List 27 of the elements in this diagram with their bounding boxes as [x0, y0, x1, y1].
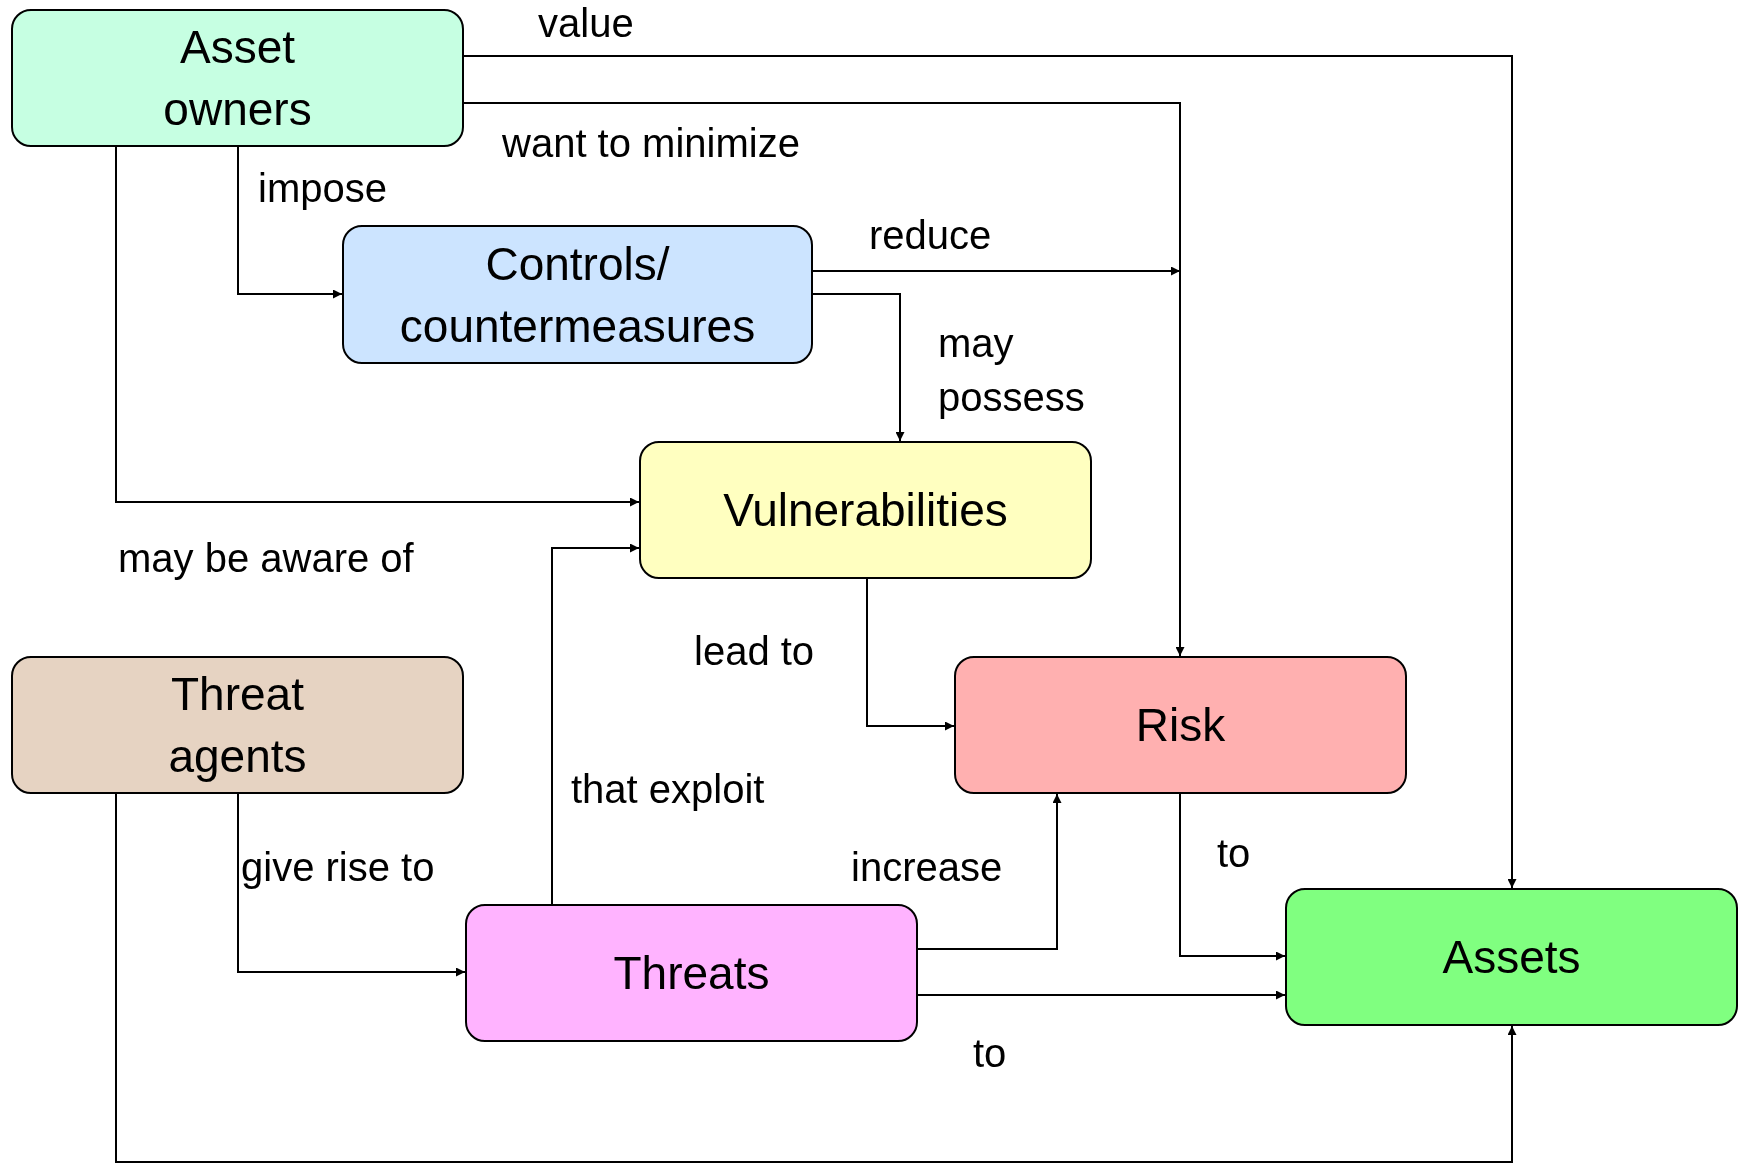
connector-arrow	[463, 55, 1517, 889]
node-label: Vulnerabilities	[723, 483, 1008, 538]
concept-box	[639, 441, 1092, 579]
connector-arrow	[1179, 793, 1286, 961]
node-label: Assets	[1442, 930, 1581, 985]
concept-box	[954, 656, 1407, 794]
connector-arrow	[812, 266, 1181, 276]
concept-box	[11, 656, 464, 794]
concept-box	[465, 904, 918, 1042]
concept-box	[11, 9, 464, 147]
connector-arrow	[237, 146, 343, 299]
node-label: Threats	[613, 946, 770, 1001]
connector-arrow	[917, 990, 1286, 1000]
connector-arrow	[866, 578, 955, 731]
node-label: Controls/ countermeasures	[398, 236, 757, 354]
connector-arrow	[812, 293, 905, 442]
connector-arrow	[463, 102, 1185, 657]
connector-arrow	[917, 793, 1062, 950]
node-label: Asset owners	[162, 20, 313, 137]
connector-arrow	[115, 146, 640, 507]
node-label: Threat agents	[167, 667, 308, 784]
connector-arrow	[115, 793, 1517, 1163]
node-label: Risk	[1135, 698, 1226, 753]
connector-arrow	[551, 543, 640, 905]
concept-box	[342, 225, 813, 364]
concept-box	[1285, 888, 1738, 1026]
connector-arrow	[237, 793, 466, 977]
